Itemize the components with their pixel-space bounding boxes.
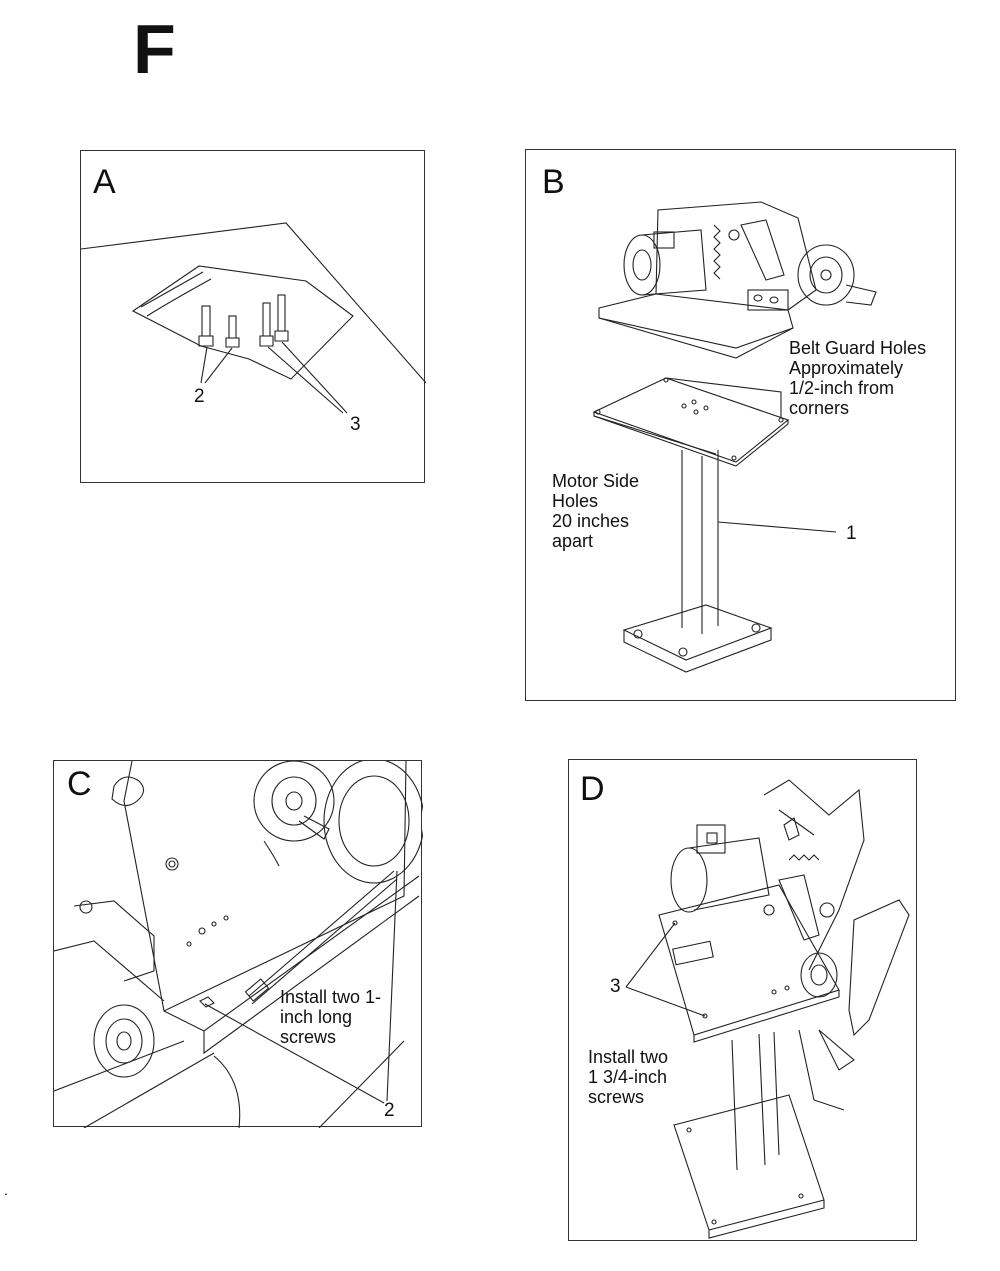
- stray-mark: .: [4, 1182, 8, 1198]
- figure-letter: F: [133, 10, 176, 88]
- callout-2: 2: [194, 386, 205, 407]
- panel-d: D: [568, 759, 917, 1241]
- screw-group-2: [198, 305, 240, 348]
- callout-3: 3: [350, 414, 361, 435]
- panel-d-illustration: [625, 779, 910, 1239]
- screw-group-3: [259, 294, 289, 347]
- panel-d-letter: D: [580, 770, 605, 808]
- panel-a-letter: A: [93, 163, 116, 201]
- install-1-3-4-inch-screws-note: Install two 1 3/4-inch screws: [588, 1047, 669, 1107]
- install-1-inch-screws-note: Install two 1- inch long screws: [280, 987, 382, 1047]
- callout-1: 1: [846, 523, 857, 544]
- panel-c-illustration: [54, 761, 423, 1128]
- callout-3: 3: [610, 976, 621, 997]
- panel-a-illustration: [81, 222, 426, 414]
- panel-b-letter: B: [542, 163, 565, 201]
- callout-2: 2: [384, 1100, 395, 1121]
- panel-a: A 2 3: [80, 150, 426, 483]
- panel-c-letter: C: [67, 765, 92, 803]
- panel-b: B: [525, 149, 956, 701]
- panel-c: C: [53, 760, 423, 1128]
- panel-b-illustration: [592, 201, 877, 673]
- motor-side-holes-label: Motor Side Holes 20 inches apart: [552, 471, 640, 551]
- belt-guard-holes-label: Belt Guard Holes Approximately 1/2-inch …: [789, 338, 927, 418]
